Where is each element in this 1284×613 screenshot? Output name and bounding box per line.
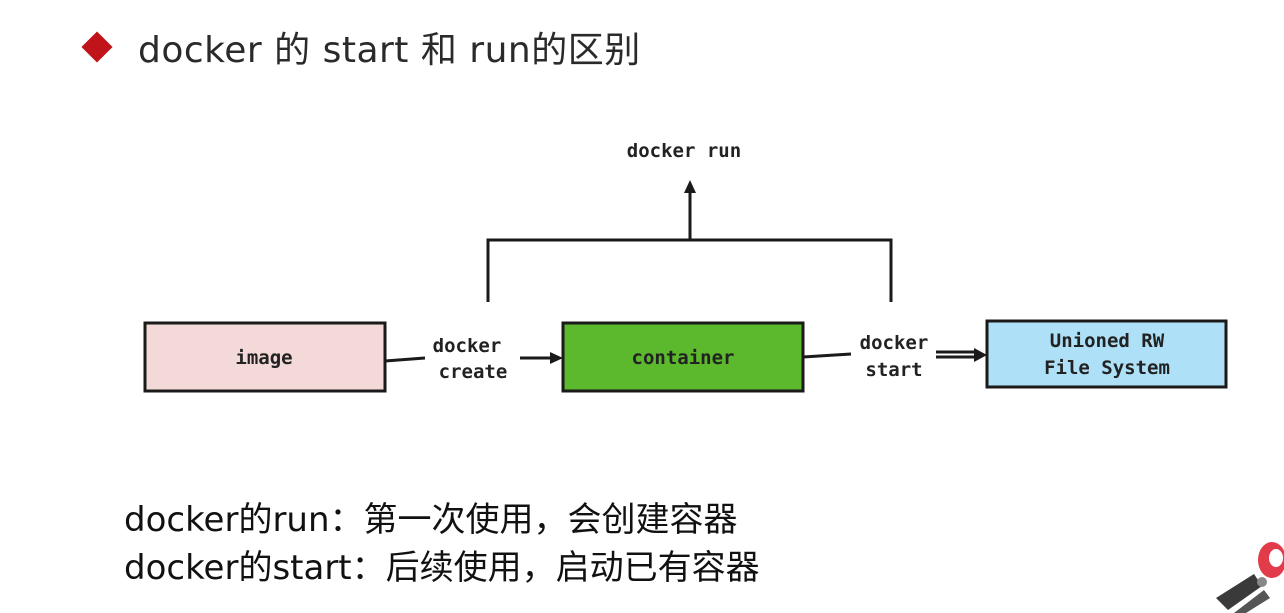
image-box — [143, 321, 387, 393]
start-arrowhead — [974, 348, 987, 362]
note-run: docker的run：第一次使用，会创建容器 — [124, 500, 738, 540]
run-label: docker run — [627, 140, 741, 162]
image-label: image — [235, 347, 292, 369]
filesystem-label-line2: File System — [1044, 357, 1170, 379]
create-label-line2: create — [439, 361, 508, 383]
filesystem-label-line1: Unioned RW — [1050, 330, 1165, 352]
create-label-line1: docker — [433, 335, 502, 357]
run-arrowhead — [684, 180, 696, 193]
slide-title: docker 的 start 和 run的区别 — [80, 22, 641, 72]
create-arrowhead — [550, 352, 563, 364]
filesystem-box — [985, 319, 1228, 389]
start-label-line2: start — [865, 359, 922, 381]
notes-block: docker的run：第一次使用，会创建容器 docker的start：后续使用… — [124, 496, 760, 592]
container-box — [561, 321, 805, 393]
mascot-decoration-icon — [1216, 542, 1284, 613]
note-start: docker的start：后续使用，启动已有容器 — [124, 548, 760, 588]
container-label: container — [632, 347, 735, 369]
run-bracket — [486, 190, 893, 302]
title-text: docker 的 start 和 run的区别 — [138, 30, 641, 71]
create-arrow — [384, 356, 552, 363]
start-label-line1: docker — [860, 332, 929, 354]
start-arrow — [802, 350, 976, 359]
